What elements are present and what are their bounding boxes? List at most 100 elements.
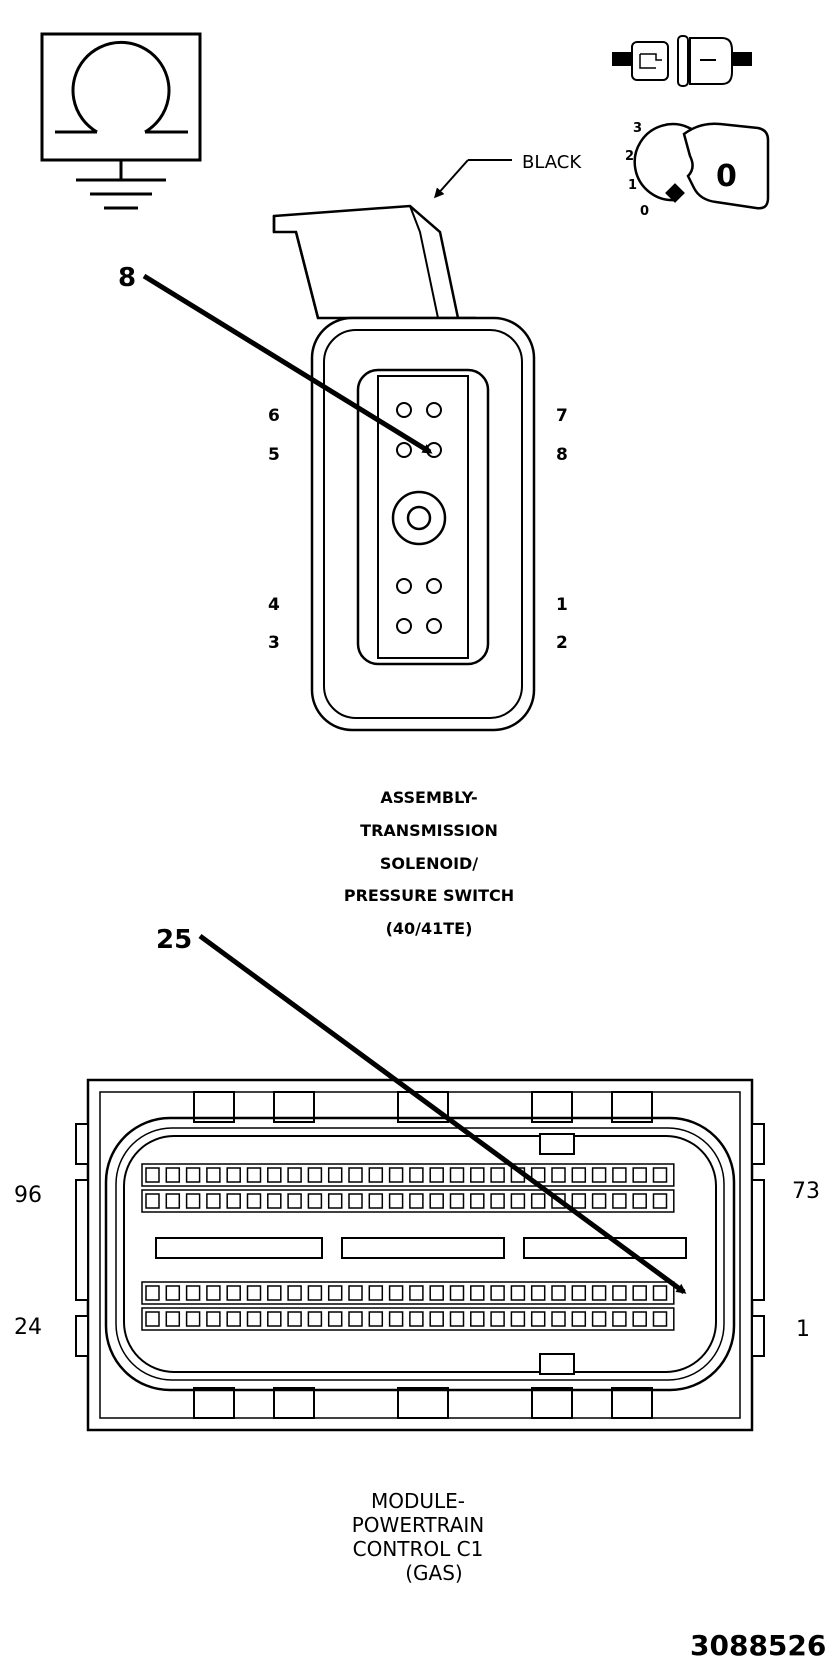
pcm-pin-row	[141, 1189, 675, 1213]
pcm-pin-cavity	[206, 1167, 221, 1183]
solenoid-pin-3: 3	[268, 633, 280, 653]
pcm-pin-cavity	[327, 1193, 343, 1209]
pcm-pin-96-label: 96	[14, 1183, 42, 1208]
pcm-pin-cavity	[348, 1311, 363, 1327]
pcm-pin-cavity	[368, 1193, 384, 1209]
pcm-pin-cavity	[327, 1167, 343, 1183]
pcm-pin-cavity	[429, 1167, 444, 1183]
solenoid-pin-2: 2	[556, 633, 568, 653]
pcm-pin-cavity	[388, 1193, 404, 1209]
pcm-pin-cavity	[246, 1311, 262, 1327]
pcm-pin-cavity	[226, 1311, 241, 1327]
pcm-pin-cavity	[165, 1285, 181, 1301]
pcm-pin-24-label: 24	[14, 1315, 42, 1340]
solenoid-connector: 6 5 4 3 7 8 1 2	[268, 204, 568, 732]
pcm-pin-cavity	[551, 1167, 566, 1183]
pcm-pin-cavity	[551, 1285, 566, 1301]
pcm-pin-cavity	[307, 1167, 323, 1183]
pcm-pin-cavity	[612, 1311, 627, 1327]
pcm-pin-cavity	[429, 1311, 444, 1327]
pcm-pin-cavity	[612, 1167, 627, 1183]
pcm-pin-cavity	[652, 1167, 668, 1183]
pcm-pin-cavity	[632, 1193, 647, 1209]
pcm-pin-cavity	[409, 1193, 424, 1209]
pcm-pin-cavity	[388, 1311, 404, 1327]
ignition-position-3: 3	[633, 121, 642, 136]
pcm-pin-cavity	[226, 1285, 241, 1301]
pcm-pin-cavity	[470, 1193, 485, 1209]
figure-id: 3088526	[690, 1629, 826, 1662]
pcm-pin-cavity	[327, 1285, 343, 1301]
pcm-pin-cavity	[307, 1285, 323, 1301]
pcm-pin-cavity	[612, 1193, 627, 1209]
pcm-pin-1-label: 1	[796, 1317, 810, 1342]
pcm-pin-cavity	[327, 1311, 343, 1327]
pcm-pin-cavity	[287, 1193, 302, 1209]
pcm-pin-cavity	[348, 1193, 363, 1209]
pcm-pin-cavity	[652, 1311, 668, 1327]
pcm-pin-cavity	[206, 1193, 221, 1209]
pcm-pin-cavity	[652, 1193, 668, 1209]
pcm-pin-cavity	[510, 1285, 526, 1301]
pcm-pin-cavity	[185, 1285, 201, 1301]
pcm-pin-cavity	[206, 1285, 221, 1301]
pcm-pin-cavity	[591, 1193, 607, 1209]
pcm-pin-cavity	[632, 1167, 647, 1183]
pcm-pin-cavity	[449, 1167, 465, 1183]
pcm-pin-cavity	[368, 1167, 384, 1183]
pcm-pin-cavity	[145, 1193, 160, 1209]
pcm-pin-cavity	[632, 1285, 647, 1301]
pcm-pin-cavity	[348, 1285, 363, 1301]
solenoid-caption-line-1: ASSEMBLY-	[380, 788, 477, 807]
pcm-pin-cavity	[185, 1167, 201, 1183]
pcm-pin-cavity	[185, 1311, 201, 1327]
pcm-pin-grid	[141, 1163, 675, 1331]
pcm-pin-cavity	[612, 1285, 627, 1301]
pcm-pin-cavity	[429, 1193, 444, 1209]
pcm-pin-cavity	[632, 1311, 647, 1327]
ignition-key-icon: 3 2 1 0 0	[625, 121, 770, 219]
pcm-pin-cavity	[267, 1285, 282, 1301]
pcm-pin-cavity	[246, 1193, 262, 1209]
pcm-pin-cavity	[267, 1311, 282, 1327]
solenoid-pin-8: 8	[556, 445, 568, 465]
solenoid-pin-7: 7	[556, 406, 568, 426]
ignition-position-0: 0	[640, 204, 649, 219]
pcm-pin-cavity	[185, 1193, 201, 1209]
pcm-pin-cavity	[449, 1311, 465, 1327]
pcm-pin-cavity	[287, 1311, 302, 1327]
pcm-caption-line-3: CONTROL C1	[353, 1537, 484, 1561]
pcm-pin-cavity	[206, 1311, 221, 1327]
pcm-pin-cavity	[449, 1193, 465, 1209]
pcm-pin-cavity	[145, 1167, 160, 1183]
pcm-pin-cavity	[571, 1193, 587, 1209]
pcm-pin-cavity	[165, 1167, 181, 1183]
pin-callout-8: 8	[118, 263, 433, 455]
pcm-pin-cavity	[470, 1167, 485, 1183]
ohmmeter-ground-icon	[40, 32, 202, 210]
pcm-pin-cavity	[429, 1285, 444, 1301]
solenoid-pin-1: 1	[556, 595, 568, 615]
pcm-pin-cavity	[449, 1285, 465, 1301]
pcm-pin-cavity	[490, 1193, 505, 1209]
callout-25-label: 25	[156, 925, 192, 955]
pcm-pin-cavity	[530, 1311, 546, 1327]
pcm-pin-cavity	[165, 1193, 181, 1209]
pcm-pin-cavity	[490, 1285, 505, 1301]
solenoid-caption-line-3: SOLENOID/	[380, 854, 478, 873]
pcm-pin-cavity	[591, 1311, 607, 1327]
pcm-pin-cavity	[551, 1311, 566, 1327]
wire-color-callout: BLACK	[434, 152, 582, 199]
callout-8-label: 8	[118, 263, 136, 293]
pcm-pin-cavity	[388, 1167, 404, 1183]
solenoid-pin-4: 4	[268, 595, 280, 615]
pcm-pin-73-label: 73	[792, 1179, 820, 1204]
pcm-pin-cavity	[530, 1193, 546, 1209]
pcm-pin-row	[141, 1307, 675, 1331]
pcm-pin-cavity	[267, 1193, 282, 1209]
pcm-pin-cavity	[409, 1285, 424, 1301]
solenoid-pin-6: 6	[268, 406, 280, 426]
pcm-pin-cavity	[145, 1285, 160, 1301]
pcm-pin-cavity	[591, 1285, 607, 1301]
pcm-pin-cavity	[510, 1193, 526, 1209]
